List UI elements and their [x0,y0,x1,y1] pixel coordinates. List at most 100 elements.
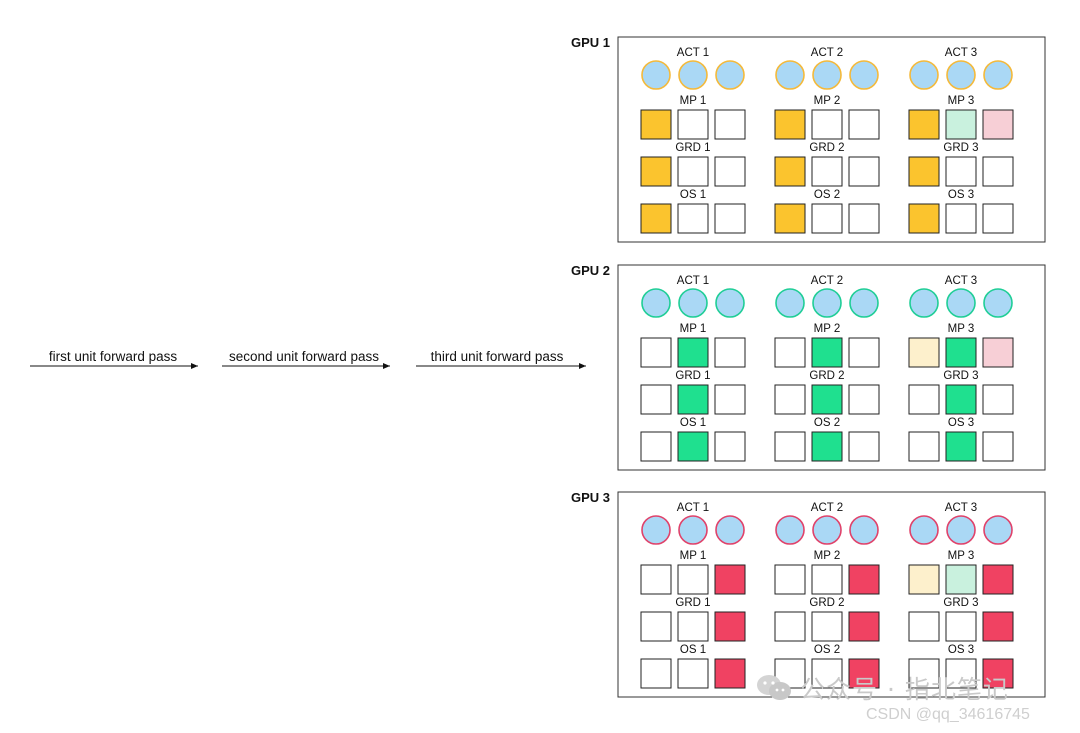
grd-cell [677,384,709,415]
grd-cell [945,384,977,415]
grd-cell [848,156,880,187]
grd-cell [811,384,843,415]
activation-circle [678,515,708,545]
os-cell [908,431,940,462]
act-label: ACT 1 [677,275,709,287]
grd-cell [640,156,672,187]
mp-cell [714,564,746,595]
grd-label: GRD 1 [675,597,710,609]
mp-label: MP 2 [814,95,841,107]
activation-circle [983,515,1013,545]
activation-circle [775,515,805,545]
os-cell [848,431,880,462]
mp-label: MP 2 [814,550,841,562]
watermark-text: 公众号 · 指北笔记 [800,675,1009,704]
mp-label: MP 2 [814,323,841,335]
forward-pass-label: second unit forward pass [229,349,379,364]
mp-label: MP 1 [680,550,707,562]
grd-cell [774,156,806,187]
forward-pass-arrows: first unit forward pass second unit forwa… [30,349,586,369]
os-label: OS 1 [680,417,706,429]
activation-circle [715,288,745,318]
os-cell [945,203,977,234]
os-cell [774,203,806,234]
grd-label: GRD 1 [675,370,710,382]
act-label: ACT 2 [811,502,843,514]
activation-circle [849,515,879,545]
grd-label: GRD 3 [943,370,978,382]
activation-circle [983,60,1013,90]
os-cell [640,431,672,462]
os-cell [714,658,746,689]
mp-cell [640,109,672,140]
activation-circle [812,515,842,545]
grd-cell [908,384,940,415]
mp-cell [714,337,746,368]
os-label: OS 2 [814,189,840,201]
gpu-frame [617,491,1046,698]
os-cell [848,203,880,234]
activation-circle [678,288,708,318]
os-label: OS 3 [948,644,974,656]
mp-cell [774,337,806,368]
grd-cell [640,384,672,415]
mp-label: MP 3 [948,550,975,562]
os-cell [714,203,746,234]
grd-cell [848,384,880,415]
mp-cell [774,109,806,140]
mp-cell [908,109,940,140]
forward-pass-label: first unit forward pass [49,349,178,364]
os-cell [640,203,672,234]
unit-2: ACT 2 MP 2 GRD 2 OS 2 [774,502,880,689]
gpu-label: GPU 2 [571,263,610,278]
mp-cell [811,337,843,368]
os-cell [677,431,709,462]
os-cell [982,431,1014,462]
mp-cell [908,337,940,368]
mp-cell [945,109,977,140]
mp-cell [714,109,746,140]
os-cell [982,203,1014,234]
activation-circle [775,288,805,318]
activation-circle [775,60,805,90]
grd-cell [677,611,709,642]
act-label: ACT 3 [945,47,977,59]
grd-cell [774,611,806,642]
os-label: OS 2 [814,644,840,656]
grd-cell [714,384,746,415]
act-label: ACT 1 [677,502,709,514]
grd-label: GRD 2 [809,142,844,154]
os-cell [677,203,709,234]
activation-circle [715,60,745,90]
activation-circle [641,515,671,545]
gpu-frame [617,264,1046,471]
grd-cell [677,156,709,187]
os-cell [714,431,746,462]
activation-circle [983,288,1013,318]
grd-cell [811,611,843,642]
mp-cell [677,564,709,595]
act-label: ACT 2 [811,275,843,287]
grd-label: GRD 2 [809,597,844,609]
mp-label: MP 3 [948,323,975,335]
wechat-logo-icon [757,675,791,700]
gpu-frame [617,36,1046,243]
mp-label: MP 3 [948,95,975,107]
os-cell [848,658,880,689]
forward-pass-label: third unit forward pass [431,349,564,364]
os-label: OS 3 [948,189,974,201]
grd-cell [811,156,843,187]
activation-circle [641,288,671,318]
grd-label: GRD 1 [675,142,710,154]
grd-cell [982,611,1014,642]
mp-cell [982,564,1014,595]
grd-cell [774,384,806,415]
